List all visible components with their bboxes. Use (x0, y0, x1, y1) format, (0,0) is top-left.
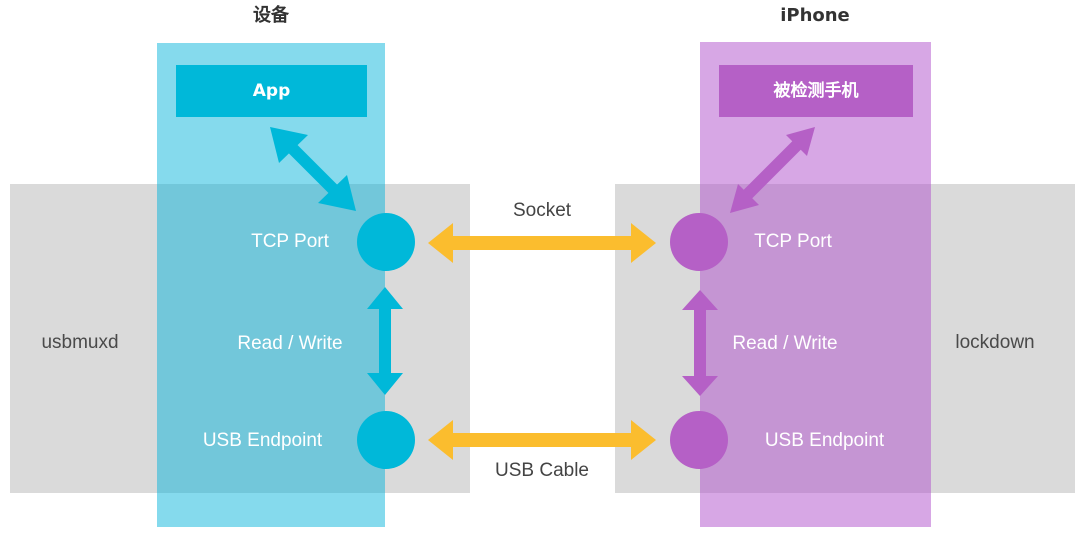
device-column (157, 43, 385, 527)
socket-label: Socket (512, 200, 572, 221)
app-label: App (252, 81, 291, 101)
tested-phone-label: 被检测手机 (773, 81, 859, 101)
socket-arrow (428, 223, 656, 263)
right-tcp-port-label: TCP Port (754, 231, 832, 252)
right-read-write-label: Read / Write (732, 333, 838, 354)
left-read-write-label: Read / Write (237, 333, 343, 354)
app-box: App (176, 65, 367, 117)
phone-tcp-arrow (730, 127, 815, 213)
iphone-column (700, 42, 931, 527)
left-tcp-port-label: TCP Port (251, 231, 329, 252)
right-usb-endpoint-label: USB Endpoint (764, 430, 885, 451)
left-usb-endpoint-node (357, 411, 415, 469)
right-read-write-arrow (682, 290, 718, 396)
lockdown-label: lockdown (955, 332, 1035, 353)
right-usb-endpoint-node (670, 411, 728, 469)
right-column-title: iPhone (780, 5, 850, 26)
usbmuxd-label: usbmuxd (41, 332, 119, 353)
left-read-write-arrow (367, 287, 403, 395)
left-tcp-port-node (357, 213, 415, 271)
right-tcp-port-node (670, 213, 728, 271)
left-usb-endpoint-label: USB Endpoint (202, 430, 323, 451)
usb-cable-label: USB Cable (495, 460, 589, 481)
tested-phone-box: 被检测手机 (719, 65, 913, 117)
left-column-title: 设备 (253, 5, 289, 26)
usb-cable-arrow (428, 420, 656, 460)
app-tcp-arrow (270, 127, 356, 211)
